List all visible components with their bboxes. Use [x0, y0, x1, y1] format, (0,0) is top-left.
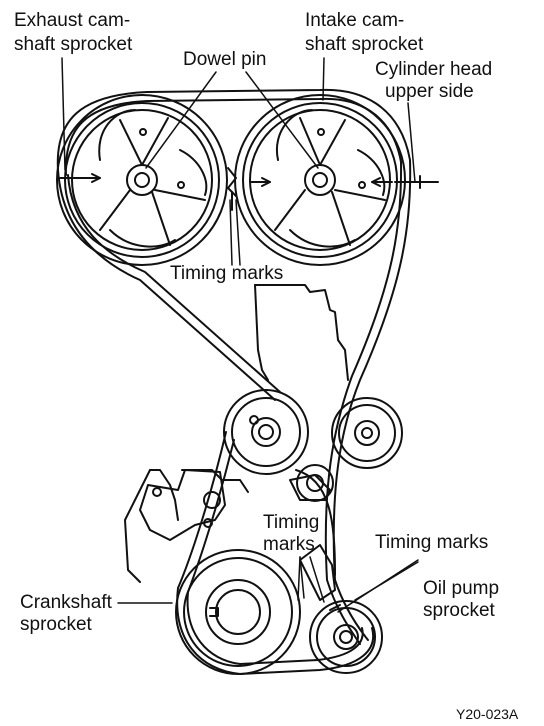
timing-marks-label-crank-line2: marks [263, 534, 315, 555]
oil-pump-sprocket [309, 600, 383, 674]
crankshaft-sprocket [175, 549, 301, 675]
crankshaft-sprocket-label-line2: sprocket [20, 614, 92, 635]
oil-pump-sprocket-label-line2: sprocket [423, 600, 495, 621]
cylinder-head-label-line2: upper side [385, 81, 474, 102]
small-idler-pulley [296, 464, 334, 502]
timing-marks-label-crank-line1: Timing [263, 512, 320, 533]
intake-label-line2: shaft sprocket [305, 34, 424, 55]
tensioner-bracket [139, 469, 226, 541]
leader-lines [61, 57, 419, 613]
tensioner-pulley [223, 389, 309, 475]
timing-marks-label-cams: Timing marks [170, 263, 284, 284]
oil-pump-sprocket-label-line1: Oil pump [423, 578, 500, 599]
dowel-pin-label: Dowel pin [183, 49, 267, 70]
intake-label-line1: Intake cam- [305, 10, 405, 31]
exhaust-camshaft-sprocket [56, 94, 228, 266]
intake-camshaft-sprocket [234, 94, 406, 266]
figure-code: Y20-023A [456, 706, 519, 722]
timing-marks-label-oil-pump: Timing marks [375, 532, 489, 553]
cylinder-head-reference-line [394, 175, 439, 189]
idler-pulley [331, 397, 403, 469]
exhaust-label-line1: Exhaust cam- [14, 10, 131, 31]
crankshaft-sprocket-label-line1: Crankshaft [20, 592, 112, 613]
cam-timing-mark-notch [227, 167, 237, 211]
timing-belt [56, 88, 412, 675]
exhaust-label-line2: shaft sprocket [14, 34, 133, 55]
cylinder-head-label-line1: Cylinder head [375, 59, 493, 80]
